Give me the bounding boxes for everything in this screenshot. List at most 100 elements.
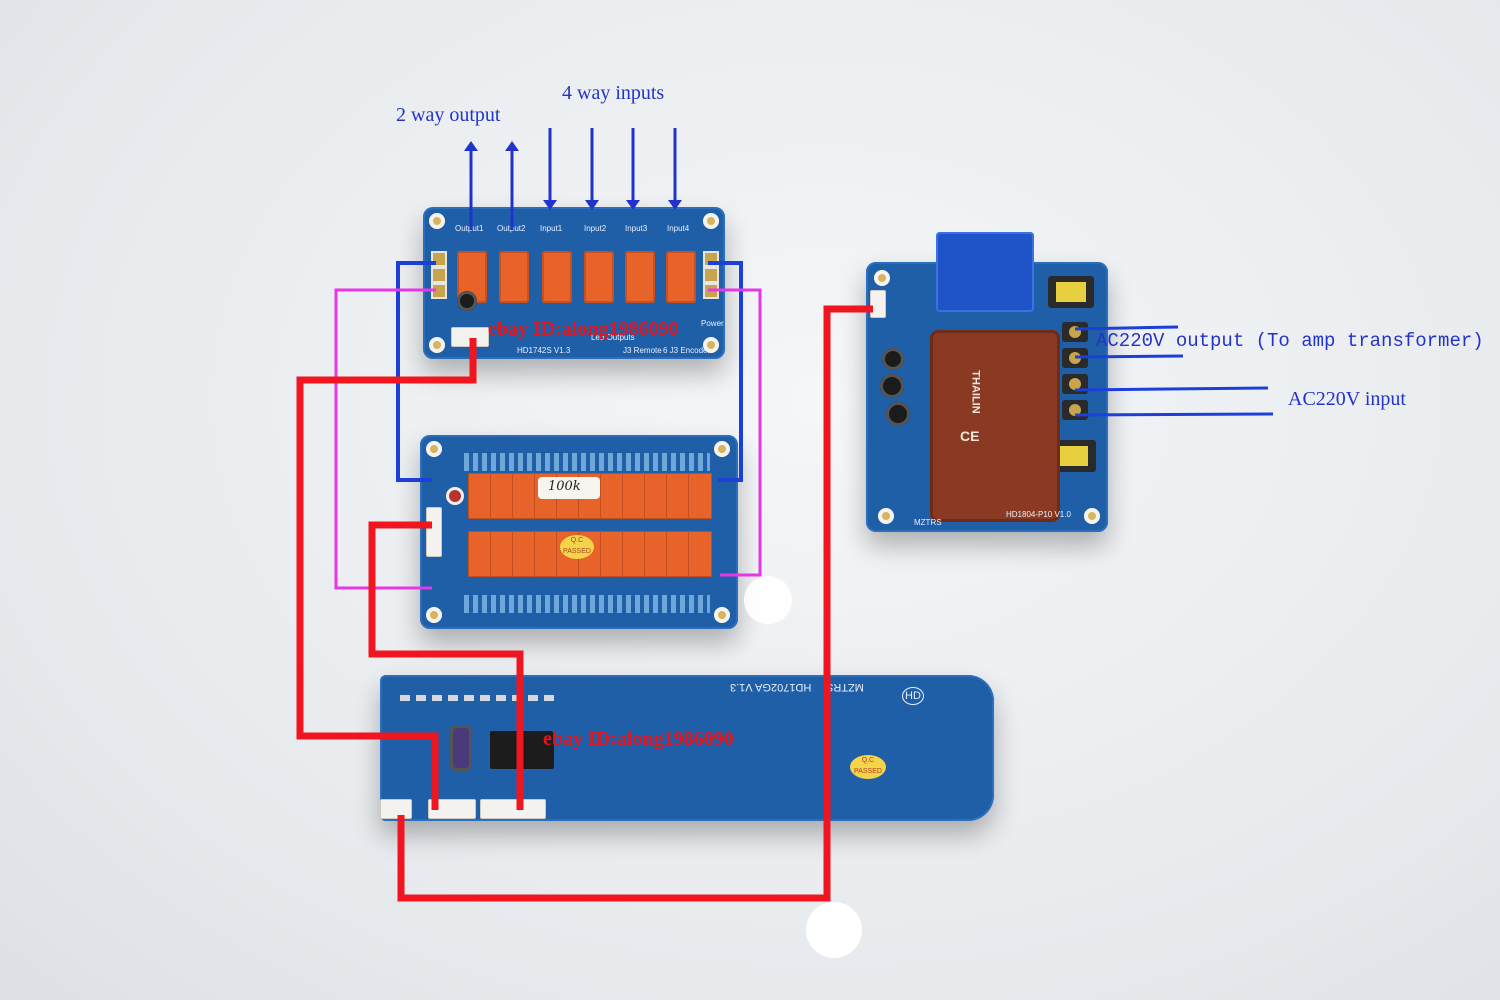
screw-terminal [1062,322,1088,342]
resistor-row [464,595,710,613]
magenta-wire-right [708,288,762,577]
power-board: THAILIN CE MZTRS HD1804-P10 V1.0 [866,232,1108,532]
jst-connector [870,290,886,318]
smd-pad [416,695,426,701]
qc-sticker: Q.C PASSED [560,535,594,559]
smd-pad [464,695,474,701]
relay [625,251,655,303]
relay [666,531,690,577]
model-label: HD1742S V1.3 [517,346,571,355]
watermark-top: ebay ID:along1986090 [488,318,679,340]
relay [490,473,514,519]
silk-label: Led Outputs [591,333,635,342]
mount-hole [426,607,442,623]
capacitor [457,291,477,311]
capacitor [886,402,910,426]
capacitor [450,725,472,771]
magenta-wire-left [334,288,436,590]
relay [512,473,536,519]
jst-connector [480,799,546,819]
qc-text: Q.C PASSED [563,537,591,555]
glare-spot [744,576,792,624]
jst-connector [426,507,442,557]
display-board: MZTRS HD1702GA V1.3 HD Q.C PASSED [380,675,994,821]
mount-hole [714,607,730,623]
mount-hole [429,337,445,353]
brand-label: MZTRS [914,518,942,527]
smd-pad [544,695,554,701]
relay [666,251,696,303]
red-wire-1 [296,338,477,810]
mount-hole [703,213,719,229]
relay [534,531,558,577]
fuse [1058,446,1088,466]
handwritten-sticker: 100k [538,477,600,499]
ac-input-wire [1074,412,1274,417]
relay [542,251,572,303]
ac-output-label: AC220V output (To amp transformer) [1096,330,1484,352]
power-label: Power [701,319,724,328]
relay [490,531,514,577]
relay [468,473,492,519]
ac-output-wire [1074,354,1184,359]
silk-label: 6 J3 Encoder [663,346,711,355]
screw-terminal [1062,348,1088,368]
ac-input-wire [1074,386,1269,392]
channel-label-input4: Input4 [667,224,690,233]
power-relay [936,232,1034,312]
transformer: THAILIN CE [930,330,1060,522]
silk-label: J3 Remote [623,346,662,355]
relay [644,473,668,519]
ac-input-label: AC220V input [1288,388,1406,410]
mount-hole [429,213,445,229]
capacitor [880,374,904,398]
smd-pad [432,695,442,701]
glare-spot [806,902,862,958]
channel-label-input1: Input1 [540,224,563,233]
red-wire-3 [397,305,873,902]
qc-sticker: Q.C PASSED [850,755,886,779]
relay [688,473,712,519]
jst-connector [380,799,412,819]
red-wire-2 [368,521,524,810]
capacitor [882,348,904,370]
channel-label-output1: Output1 [455,224,484,233]
fuse-block [1048,276,1094,308]
relay [622,531,646,577]
relay [688,531,712,577]
header-pin [703,267,719,283]
blue-wire-right [708,261,743,482]
capacitor [446,487,464,505]
smd-pad [480,695,490,701]
relay [600,473,624,519]
smd-pad [496,695,506,701]
smd-pad [400,695,410,701]
model-label: HD1804-P10 V1.0 [1006,510,1071,519]
channel-label-input3: Input3 [625,224,648,233]
relay [584,251,614,303]
relay [468,531,492,577]
hd-logo: HD [902,687,924,705]
jst-connector [428,799,476,819]
volume-board: 100k Q.C PASSED [420,435,738,629]
ac-output-wire [1074,325,1179,331]
relay [600,531,624,577]
handwritten-value: 100k [548,479,581,494]
mount-hole [703,337,719,353]
mount-hole [874,270,890,286]
relay [499,251,529,303]
channel-label-input2: Input2 [584,224,607,233]
blue-wire-left [396,261,436,482]
mount-hole [878,508,894,524]
qc-text: Q.C PASSED [854,757,882,775]
resistor-row [464,453,710,471]
smd-pad [448,695,458,701]
fuse [1056,282,1086,302]
relay [666,473,690,519]
relay [622,473,646,519]
input-selector-board: Output1 Output2 Input1 Input2 Input3 Inp… [423,207,725,359]
four-way-inputs-label: 4 way inputs [562,82,665,104]
mount-hole [1084,508,1100,524]
ce-mark: CE [960,428,980,444]
